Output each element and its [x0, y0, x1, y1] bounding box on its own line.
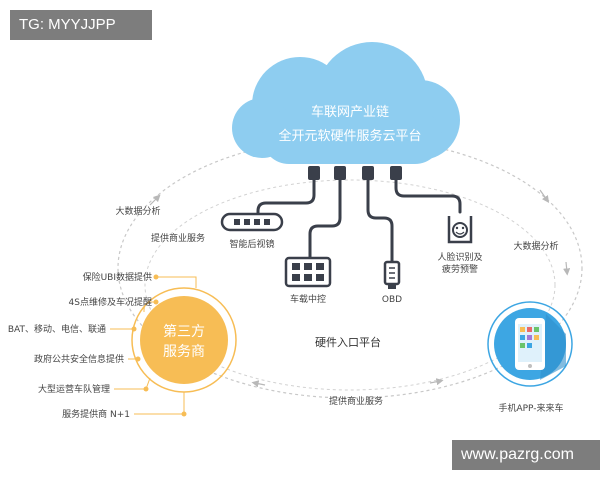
console-device-icon — [284, 256, 332, 288]
biz-service-bottom-label: 提供商业服务 — [329, 395, 383, 407]
cable-plugs — [308, 166, 402, 180]
service-4s: 4S点维修及车况提醒 — [69, 296, 152, 308]
service-ubi: 保险UBI数据提供 — [83, 271, 152, 283]
phone-app-label: 手机APP-来来车 — [498, 402, 563, 414]
mirror-label: 智能后视镜 — [229, 238, 274, 250]
cloud-line1: 车联网产业链 — [311, 104, 389, 120]
big-data-left-label: 大数据分析 — [115, 205, 160, 217]
cloud-platform: 车联网产业链 全开元软硬件服务云平台 — [232, 42, 460, 164]
watermark-bottom: www.pazrg.com — [452, 440, 600, 470]
arrow-bottom-left — [251, 380, 266, 388]
hardware-entry-label: 硬件入口平台 — [315, 335, 381, 349]
service-n1: 服务提供商 N+1 — [62, 408, 130, 420]
biz-service-top-label: 提供商业服务 — [151, 232, 205, 244]
big-data-right-label: 大数据分析 — [513, 240, 558, 252]
service-dots — [131, 274, 187, 417]
service-gov: 政府公共安全信息提供 — [34, 353, 124, 365]
inner-loop-line — [144, 179, 556, 391]
third-party-provider: 第三方 服务商 — [131, 287, 237, 393]
outer-loop-line — [117, 137, 583, 399]
obd-label: OBD — [382, 295, 402, 305]
cables — [256, 176, 462, 264]
obd-device-icon — [383, 260, 401, 289]
arrow-right — [563, 261, 571, 276]
face-recognition-icon — [447, 216, 473, 244]
mirror-device-icon — [220, 212, 284, 232]
arrow-top-right — [539, 189, 550, 203]
cloud-line2: 全开元软硬件服务云平台 — [278, 128, 421, 144]
arrow-top-left — [149, 194, 161, 206]
third-party-line2: 服务商 — [163, 344, 205, 360]
arrow-bottom-right — [429, 378, 444, 386]
watermark-top: TG: MYYJJPP — [10, 10, 152, 40]
face-label-line2: 疲劳预警 — [442, 263, 478, 275]
console-label: 车载中控 — [290, 293, 326, 305]
phone-app-icon — [487, 301, 573, 387]
third-party-line1: 第三方 — [163, 323, 205, 340]
service-fleet: 大型运营车队管理 — [38, 383, 110, 395]
service-bat: BAT、移动、电信、联通 — [8, 323, 106, 335]
face-label-line1: 人脸识别及 — [437, 251, 482, 263]
